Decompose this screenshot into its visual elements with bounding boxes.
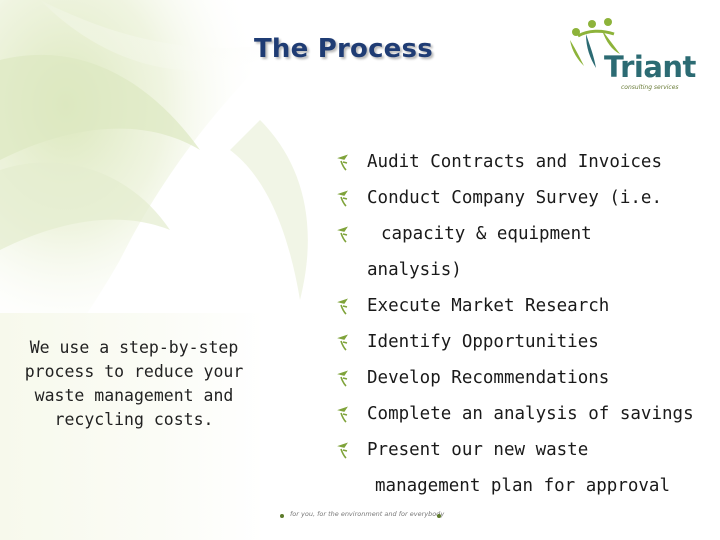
side-note-text: We use a step-by-step process to reduce …: [24, 338, 244, 429]
bullet-icon: [337, 442, 348, 459]
bullet-icon: [337, 406, 348, 423]
list-item: capacity & equipment: [381, 224, 592, 244]
logo-wordmark: Triant: [604, 50, 696, 84]
footer-dot-icon: [437, 514, 441, 518]
footer-dot-icon: [280, 514, 284, 518]
side-note-panel: [0, 313, 264, 540]
list-item: Execute Market Research: [367, 296, 610, 316]
bullet-icon: [337, 226, 348, 243]
bullet-icon: [337, 190, 348, 207]
list-item: Develop Recommendations: [367, 368, 610, 388]
triant-logo-mark: [570, 18, 620, 68]
logo-tagline: consulting services: [621, 84, 679, 91]
bullet-icon: [337, 334, 348, 351]
list-item: Conduct Company Survey (i.e.: [367, 188, 663, 208]
list-item: management plan for approval: [375, 476, 671, 496]
list-item: Complete an analysis of savings: [367, 404, 694, 424]
bullet-icon: [337, 370, 348, 387]
bullet-icon: [337, 154, 348, 171]
list-item: Identify Opportunities: [367, 332, 599, 352]
page-title: The Process: [254, 34, 433, 64]
list-item: Present our new waste: [367, 440, 589, 460]
list-item: analysis): [367, 260, 462, 280]
list-item: Audit Contracts and Invoices: [367, 152, 663, 172]
footer-tagline: for you, for the environment and for eve…: [290, 510, 445, 518]
bullet-icon: [337, 298, 348, 315]
